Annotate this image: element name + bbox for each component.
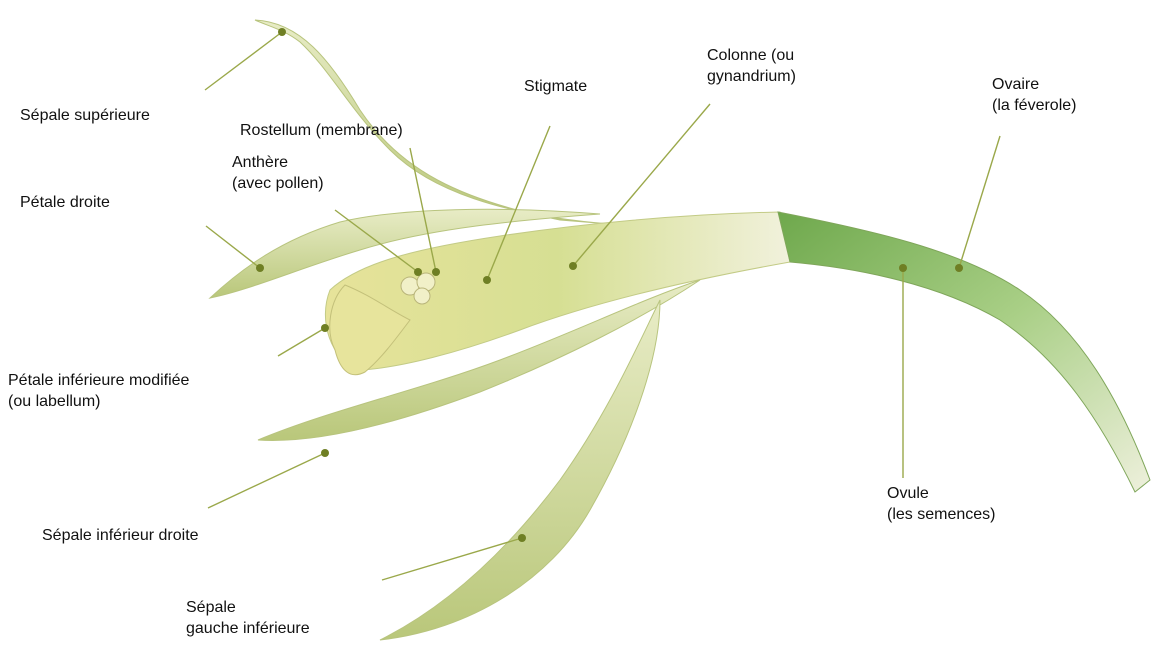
label-sepale-gauche-line2: gauche inférieure bbox=[186, 618, 310, 639]
leader-petale-inferieure-dot bbox=[321, 324, 329, 332]
label-stigmate: Stigmate bbox=[524, 76, 587, 97]
leader-ovaire-line bbox=[959, 136, 1000, 268]
label-rostellum: Rostellum (membrane) bbox=[240, 120, 403, 141]
label-colonne-line2: gynandrium) bbox=[707, 66, 796, 87]
leader-sepale-gauche-dot bbox=[518, 534, 526, 542]
label-sepale-gauche-inferieure: Sépale gauche inférieure bbox=[186, 597, 310, 639]
label-anthere-line2: (avec pollen) bbox=[232, 173, 324, 194]
leader-sepale-superieure-dot bbox=[278, 28, 286, 36]
leader-ovule-dot bbox=[899, 264, 907, 272]
leader-petale-droite-dot bbox=[256, 264, 264, 272]
label-sepale-gauche-line1: Sépale bbox=[186, 597, 310, 618]
label-ovule-line1: Ovule bbox=[887, 483, 995, 504]
label-colonne: Colonne (ou gynandrium) bbox=[707, 45, 796, 87]
label-ovule: Ovule (les semences) bbox=[887, 483, 995, 525]
label-petale-droite: Pétale droite bbox=[20, 192, 110, 213]
label-ovaire-line2: (la féverole) bbox=[992, 95, 1076, 116]
leader-rostellum-dot bbox=[432, 268, 440, 276]
label-petale-inferieure-line2: (ou labellum) bbox=[8, 391, 189, 412]
leader-sepale-inferieur-droite-dot bbox=[321, 449, 329, 457]
label-sepale-superieure: Sépale supérieure bbox=[20, 105, 150, 126]
label-colonne-line1: Colonne (ou bbox=[707, 45, 796, 66]
leader-sepale-superieure-line bbox=[205, 32, 282, 90]
label-ovaire-line1: Ovaire bbox=[992, 74, 1076, 95]
label-ovule-line2: (les semences) bbox=[887, 504, 995, 525]
leader-stigmate-dot bbox=[483, 276, 491, 284]
label-anthere-line1: Anthère bbox=[232, 152, 324, 173]
leader-colonne-dot bbox=[569, 262, 577, 270]
label-petale-inferieure-line1: Pétale inférieure modifiée bbox=[8, 370, 189, 391]
leader-ovaire-dot bbox=[955, 264, 963, 272]
leader-lines bbox=[205, 28, 1000, 580]
label-sepale-inferieur-droite: Sépale inférieur droite bbox=[42, 525, 199, 546]
label-anthere: Anthère (avec pollen) bbox=[232, 152, 324, 194]
leader-sepale-inferieur-droite-line bbox=[208, 453, 325, 508]
leader-anthere-dot bbox=[414, 268, 422, 276]
leader-petale-inferieure-line bbox=[278, 328, 325, 356]
label-petale-inferieure: Pétale inférieure modifiée (ou labellum) bbox=[8, 370, 189, 412]
label-ovaire: Ovaire (la féverole) bbox=[992, 74, 1076, 116]
leader-petale-droite-line bbox=[206, 226, 260, 268]
